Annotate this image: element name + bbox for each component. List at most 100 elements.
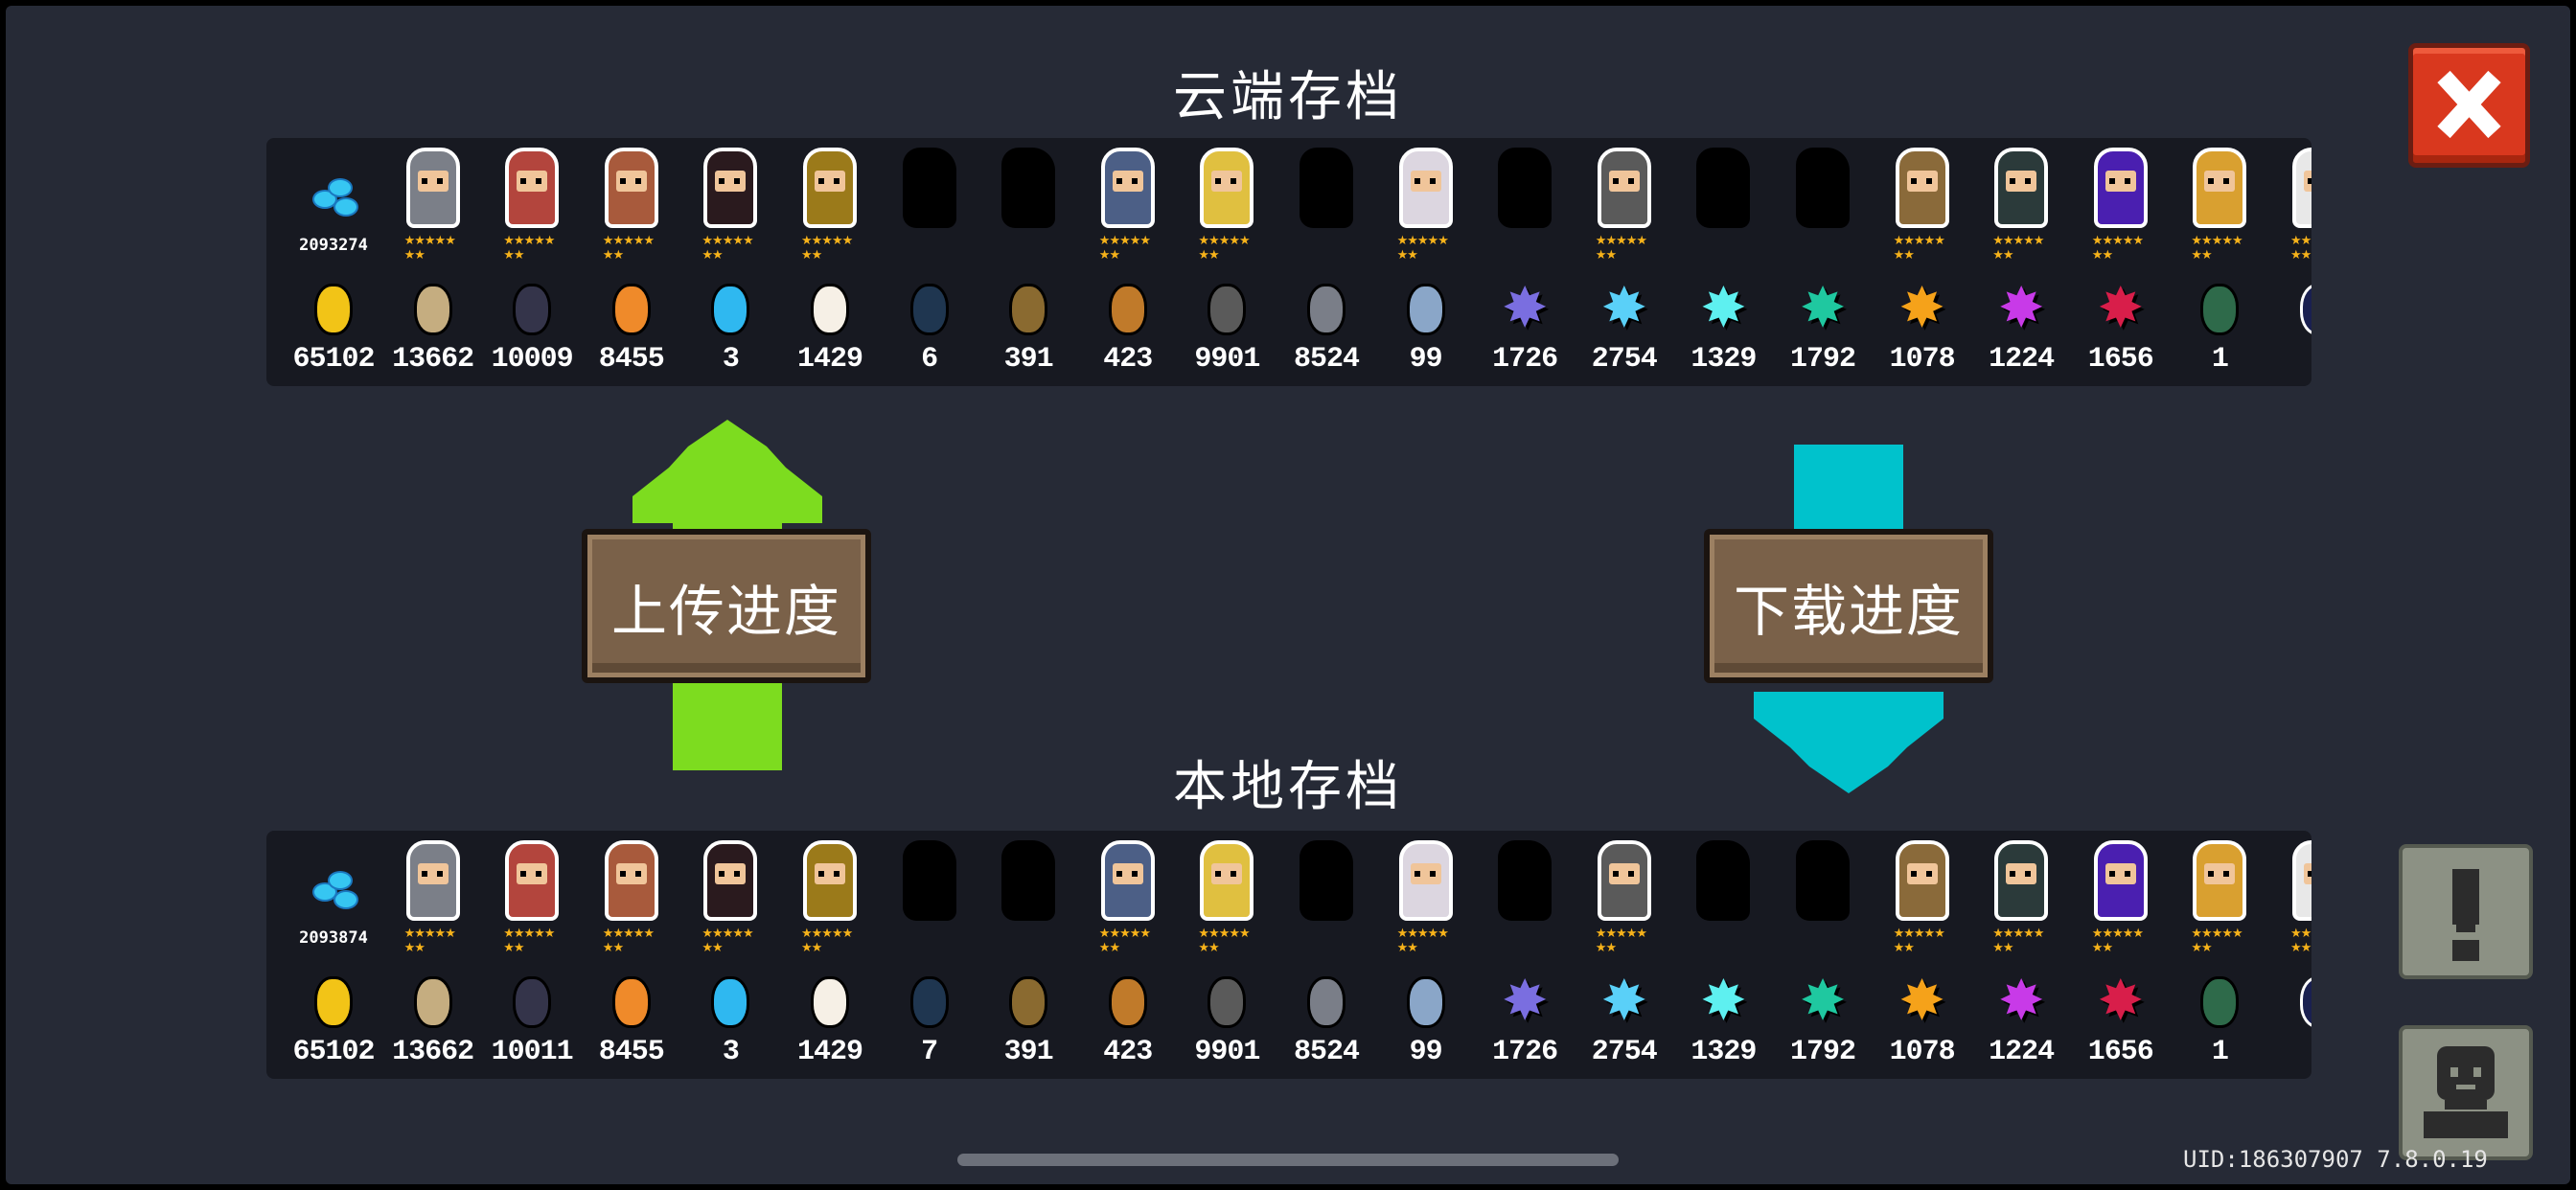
item-slot: ✸1224 [1973,138,2069,386]
character-slot[interactable] [980,831,1076,955]
character-slot[interactable]: ★★★★★★★ [782,138,878,263]
character-slot[interactable] [1477,831,1573,955]
ice-crystal-icon: ✸ [1600,968,1648,1033]
character-slot[interactable] [1775,831,1871,955]
home-indicator[interactable] [957,1154,1619,1166]
character-sprite [703,840,758,921]
item-count: 10009 [491,343,574,376]
character-slot[interactable]: ★★★★★★★ [484,138,580,263]
character-slot[interactable]: ★★★★★★★ [682,138,778,263]
star-rating: ★★★★★★★ [1098,234,1151,263]
character-slot[interactable] [1675,138,1771,263]
character-slot[interactable]: ★★★★★★★ [1576,138,1672,263]
item-count: 2754 [1591,343,1658,376]
character-sprite [1200,840,1254,921]
character-slot[interactable]: ★★★★★★★ [385,831,481,955]
character-slot[interactable]: ★★★★★★★ [1080,138,1176,263]
star-rating: ★★★★★★★ [403,234,456,263]
notice-button[interactable] [2399,844,2533,979]
item-count: 1726 [1492,343,1558,376]
character-slot[interactable]: ★★★★★★★ [584,138,679,263]
iron-ore-icon [1307,976,1346,1028]
item-count: 1792 [1789,1036,1856,1068]
item-slot: 13662 [385,831,481,1079]
emerald-relic-icon [2200,284,2240,335]
item-slot: 391 [980,138,1076,386]
uid-version-label: UID:186307907 7.8.0.19 [2183,1146,2488,1173]
sack-icon [811,284,849,335]
character-slot[interactable]: ★★★★★★★ [1179,138,1275,263]
item-count: 1224 [1989,343,2055,376]
battery-icon [513,284,552,335]
item-slot: 8455 [584,831,679,1079]
gold-coin-icon [314,976,353,1028]
character-slot-partial[interactable]: ★★★★★★★ [2271,138,2312,263]
character-slot[interactable] [882,831,978,955]
star-rating: ★★★★★★★ [1396,234,1449,263]
item-slot: ✸1656 [2073,831,2169,1079]
item-slot: 8455 [584,138,679,386]
character-slot-partial[interactable]: ★★★★★★★ [2271,831,2312,955]
character-slot[interactable] [882,138,978,263]
character-slot[interactable] [1775,138,1871,263]
character-slot[interactable]: ★★★★★★★ [1378,831,1474,955]
character-slot[interactable] [1278,138,1374,263]
item-slot: ✸1656 [2073,138,2169,386]
character-slot[interactable] [980,138,1076,263]
star-rating: ★★★★★★★ [2091,927,2144,955]
item-count: 9901 [1194,343,1260,376]
character-sprite [1100,840,1155,921]
gem-count: 2093874 [299,928,368,948]
gem-slot: 2093874 [286,831,381,955]
star-rating: ★★★★★★★ [503,234,555,263]
character-slot[interactable]: ★★★★★★★ [584,831,679,955]
character-slot[interactable]: ★★★★★★★ [682,831,778,955]
locked-character-silhouette [902,148,956,228]
locked-character-silhouette [1300,148,1353,228]
character-slot[interactable]: ★★★★★★★ [2172,138,2267,263]
avatar-icon [2424,1046,2508,1138]
character-slot[interactable] [1675,831,1771,955]
locked-character-silhouette [1796,840,1850,921]
star-rating: ★★★★★★★ [1396,927,1449,955]
gear-icon [1208,284,1247,335]
item-count: 8524 [1293,1036,1360,1068]
star-rating: ★★★★★★★ [1893,234,1945,263]
character-slot[interactable]: ★★★★★★★ [2172,831,2267,955]
item-slot: ✸1726 [1477,831,1573,1079]
character-slot[interactable]: ★★★★★★★ [1973,831,2069,955]
cloth-icon [1406,284,1445,335]
upload-progress-button[interactable]: 上传进度 [582,529,871,683]
red-crystal-icon: ✸ [2097,275,2145,340]
character-slot[interactable]: ★★★★★★★ [1179,831,1275,955]
character-slot[interactable]: ★★★★★★★ [1874,138,1970,263]
character-slot[interactable] [1278,831,1374,955]
star-rating: ★★★★★★★ [702,234,753,263]
character-slot[interactable] [1477,138,1573,263]
portal-orb-icon [711,976,750,1028]
item-count: 3 [722,343,740,376]
violet-crystal-icon: ✸ [1501,968,1549,1033]
character-slot[interactable]: ★★★★★★★ [1378,138,1474,263]
cloth-icon [1406,976,1445,1028]
character-slot[interactable]: ★★★★★★★ [1576,831,1672,955]
character-sprite [1994,840,2049,921]
character-slot[interactable]: ★★★★★★★ [484,831,580,955]
character-slot[interactable]: ★★★★★★★ [2073,138,2169,263]
emerald-relic-icon [2200,976,2240,1028]
profile-button[interactable] [2399,1025,2533,1160]
fire-crystal-icon: ✸ [1898,275,1945,340]
locked-character-silhouette [1696,840,1751,921]
close-button[interactable] [2408,43,2530,168]
character-slot[interactable]: ★★★★★★★ [1080,831,1176,955]
character-sprite [1895,840,1949,921]
fabric-icon [413,976,452,1028]
character-slot[interactable]: ★★★★★★★ [1973,138,2069,263]
item-slot: 13662 [385,138,481,386]
item-slot: 6 [882,138,978,386]
character-slot[interactable]: ★★★★★★★ [2073,831,2169,955]
character-slot[interactable]: ★★★★★★★ [782,831,878,955]
download-progress-button[interactable]: 下载进度 [1704,529,1993,683]
character-slot[interactable]: ★★★★★★★ [385,138,481,263]
character-slot[interactable]: ★★★★★★★ [1874,831,1970,955]
